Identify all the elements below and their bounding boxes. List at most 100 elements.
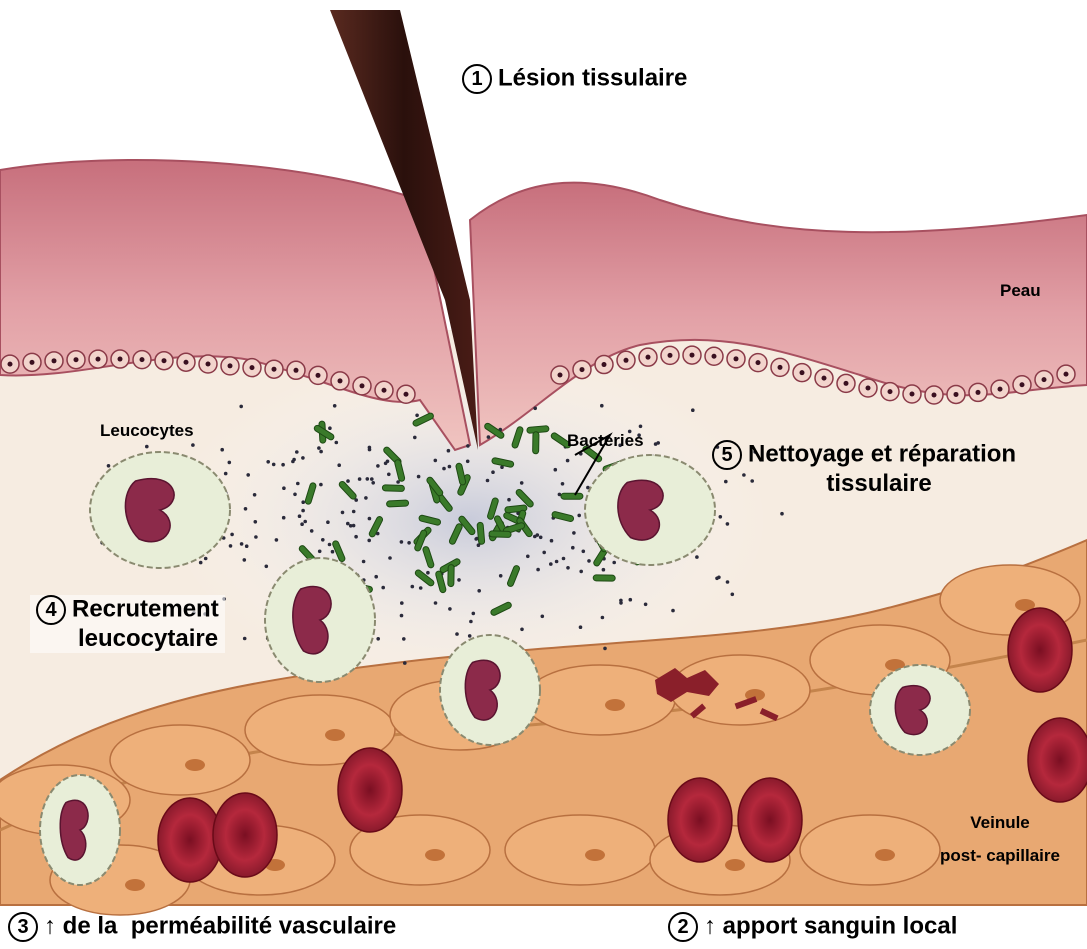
debris-dot: [362, 560, 366, 564]
debris-dot: [731, 593, 735, 597]
basal-cell-nucleus: [30, 360, 35, 365]
basal-cell-nucleus: [316, 373, 321, 378]
debris-dot: [243, 637, 247, 641]
debris-dot: [366, 477, 370, 481]
red-blood-cell: [738, 778, 802, 862]
debris-dot: [376, 464, 380, 468]
basal-cell-nucleus: [140, 357, 145, 362]
debris-dot: [400, 614, 404, 618]
debris-dot: [487, 435, 491, 439]
debris-dot: [491, 470, 495, 474]
apport-text: ↑ apport sanguin local: [704, 912, 957, 939]
debris-dot: [386, 460, 390, 464]
debris-dot: [346, 522, 350, 526]
debris-dot: [600, 404, 604, 408]
debris-dot: [442, 467, 446, 471]
red-blood-cell: [213, 793, 277, 877]
debris-dot: [321, 538, 325, 542]
step-number-1: 1: [462, 64, 492, 94]
debris-dot: [656, 441, 660, 445]
debris-dot: [364, 496, 368, 500]
debris-dot: [536, 533, 540, 537]
label-lesion-tissulaire: 1Lésion tissulaire: [462, 64, 687, 94]
endothelial-nucleus: [185, 759, 205, 771]
debris-dot: [644, 603, 648, 607]
bacterium: [477, 522, 485, 544]
debris-dot: [780, 512, 784, 516]
basal-cell-nucleus: [1064, 372, 1069, 377]
debris-dot: [368, 446, 372, 450]
basal-cell-nucleus: [272, 367, 277, 372]
debris-dot: [603, 647, 607, 651]
debris-dot: [691, 408, 695, 412]
debris-dot: [415, 414, 419, 418]
debris-dot: [310, 529, 314, 533]
debris-dot: [561, 482, 565, 486]
step-number-4: 4: [36, 595, 66, 625]
debris-dot: [300, 522, 304, 526]
endothelial-nucleus: [125, 879, 145, 891]
debris-dot: [246, 473, 250, 477]
basal-cell-nucleus: [690, 353, 695, 358]
debris-dot: [298, 514, 302, 518]
debris-dot: [301, 456, 305, 460]
basal-cell-nucleus: [250, 365, 255, 370]
label-apport-sanguin: 2↑ apport sanguin local: [668, 912, 957, 942]
debris-dot: [303, 520, 307, 524]
debris-dot: [550, 539, 554, 543]
basal-cell-nucleus: [1020, 382, 1025, 387]
leucocyte: [440, 635, 540, 745]
debris-dot: [204, 557, 208, 561]
debris-dot: [448, 465, 452, 469]
debris-dot: [328, 426, 332, 430]
debris-dot: [371, 481, 375, 485]
debris-dot: [317, 446, 321, 450]
debris-dot: [695, 555, 699, 559]
label-leucocytes: Leucocytes: [100, 420, 194, 441]
basal-cell-nucleus: [602, 362, 607, 367]
basal-cell-nucleus: [998, 387, 1003, 392]
basal-cell-nucleus: [756, 360, 761, 365]
debris-dot: [474, 537, 478, 541]
debris-dot: [319, 483, 323, 487]
leucocyte: [90, 452, 230, 568]
leucocyte: [585, 455, 715, 565]
endothelial-cell: [505, 815, 655, 885]
endothelial-cell: [110, 725, 250, 795]
leucocyte: [40, 775, 120, 885]
debris-dot: [243, 558, 247, 562]
label-recrutement: 4Recrutement leucocytaire: [30, 595, 225, 653]
bacterium: [382, 485, 404, 492]
basal-cell-nucleus: [954, 392, 959, 397]
debris-dot: [376, 637, 380, 641]
debris-dot: [341, 511, 345, 515]
basal-cell-nucleus: [558, 373, 563, 378]
debris-dot: [254, 520, 258, 524]
debris-dot: [318, 550, 322, 554]
debris-dot: [419, 586, 423, 590]
debris-dot: [601, 616, 605, 620]
debris-dot: [466, 460, 470, 464]
basal-cell-nucleus: [1042, 377, 1047, 382]
debris-dot: [426, 571, 430, 575]
label-peau: Peau: [1000, 280, 1041, 301]
nettoyage-line1: Nettoyage et réparation: [748, 440, 1016, 467]
debris-dot: [337, 463, 341, 467]
basal-cell-nucleus: [52, 358, 57, 363]
debris-dot: [539, 536, 543, 540]
debris-dot: [370, 477, 374, 481]
debris-dot: [282, 516, 286, 520]
debris-dot: [228, 461, 232, 465]
bacterium: [386, 500, 408, 507]
basal-cell-nucleus: [888, 389, 893, 394]
debris-dot: [331, 550, 335, 554]
basal-cell-nucleus: [162, 358, 167, 363]
debris-dot: [254, 535, 258, 539]
permeabilite-text: ↑ de la perméabilité vasculaire: [44, 912, 396, 939]
debris-dot: [368, 517, 372, 521]
red-blood-cell: [158, 798, 222, 882]
debris-dot: [612, 561, 616, 565]
debris-dot: [407, 541, 411, 545]
debris-dot: [520, 481, 524, 485]
debris-dot: [349, 524, 353, 528]
